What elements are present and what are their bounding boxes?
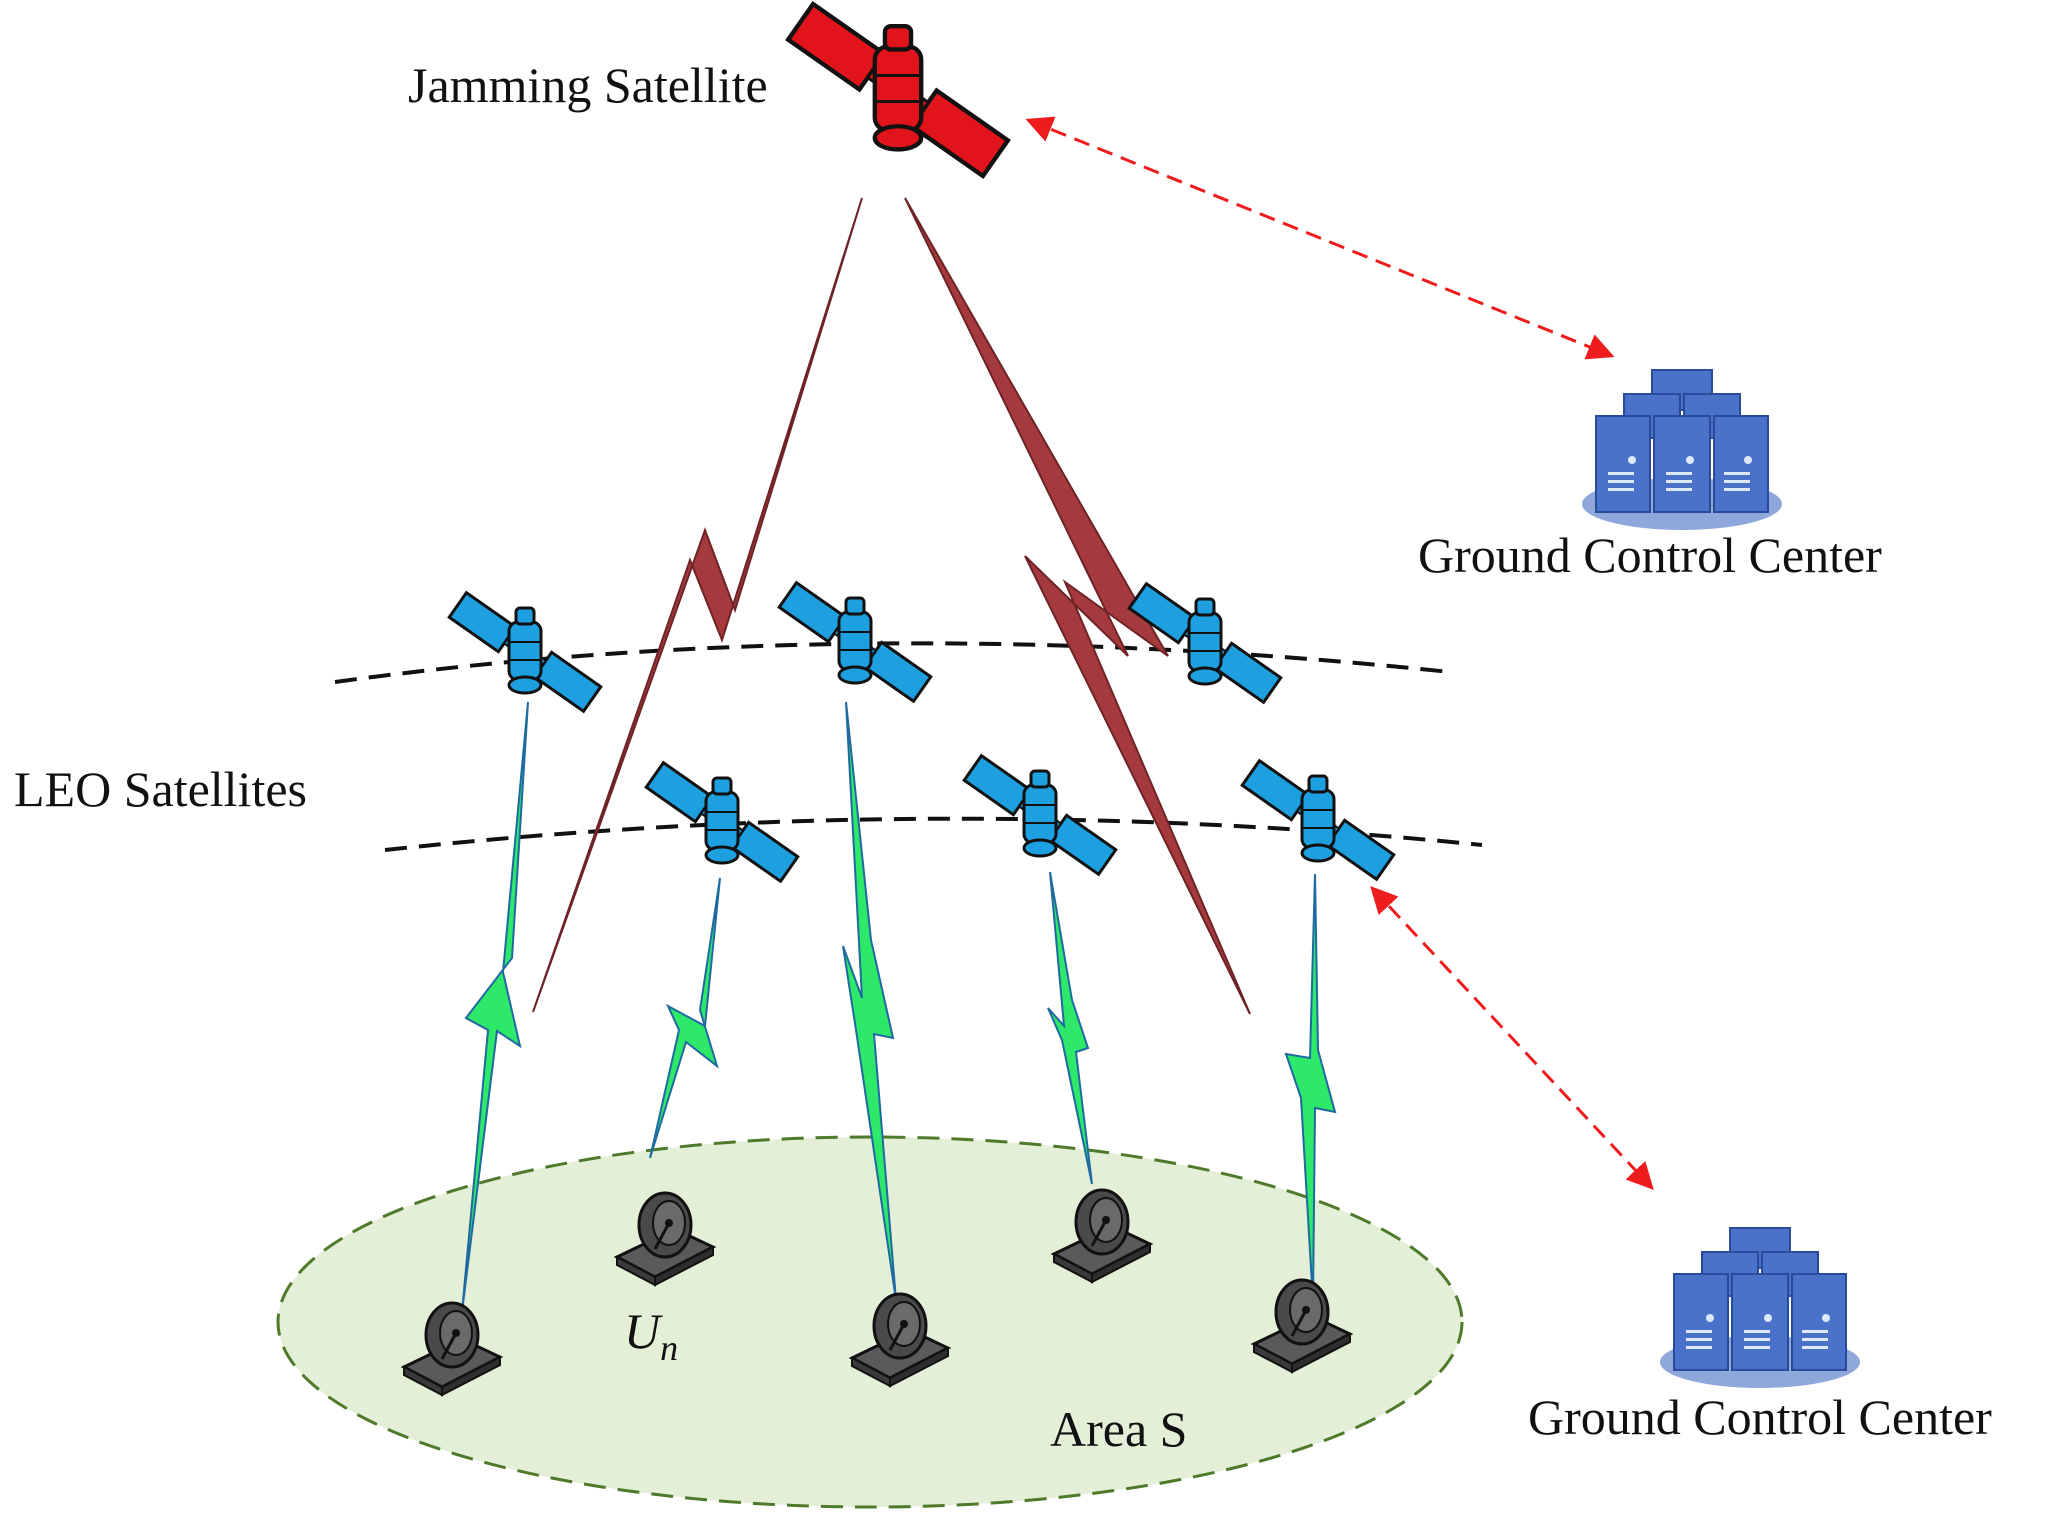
user-un-subscript: n [660,1328,679,1368]
area-s-region [276,1135,1464,1509]
leo-satellite-icon [1240,759,1396,881]
user-link-4 [1047,871,1093,1185]
jamming-beam-left [532,197,863,1013]
user-un-base: U [624,1303,661,1359]
jamming-satellite-label: Jamming Satellite [408,57,768,113]
ground-control-center-top-icon [1581,369,1783,531]
control-link-leo [1370,886,1654,1190]
leo-satellite-icon [777,581,933,703]
leo-satellites-label: LEO Satellites [14,761,307,817]
ground-control-center-bottom-label: Ground Control Center [1528,1389,1992,1445]
leo-satellite-icon [447,591,603,713]
leo-satellites [447,581,1396,883]
jamming-beam-right [904,197,1251,1015]
ground-control-center-bottom-icon [1659,1227,1861,1389]
leo-satellite-icon [962,754,1118,876]
user-un-label: Un [624,1303,678,1366]
ground-control-center-top-label: Ground Control Center [1418,527,1882,583]
user-link-2 [649,877,721,1159]
control-link-jamming [1025,116,1615,360]
jamming-satellite-icon [788,4,1008,176]
orbit-line-upper [334,641,1451,684]
area-s-label: Area S [1050,1401,1188,1457]
